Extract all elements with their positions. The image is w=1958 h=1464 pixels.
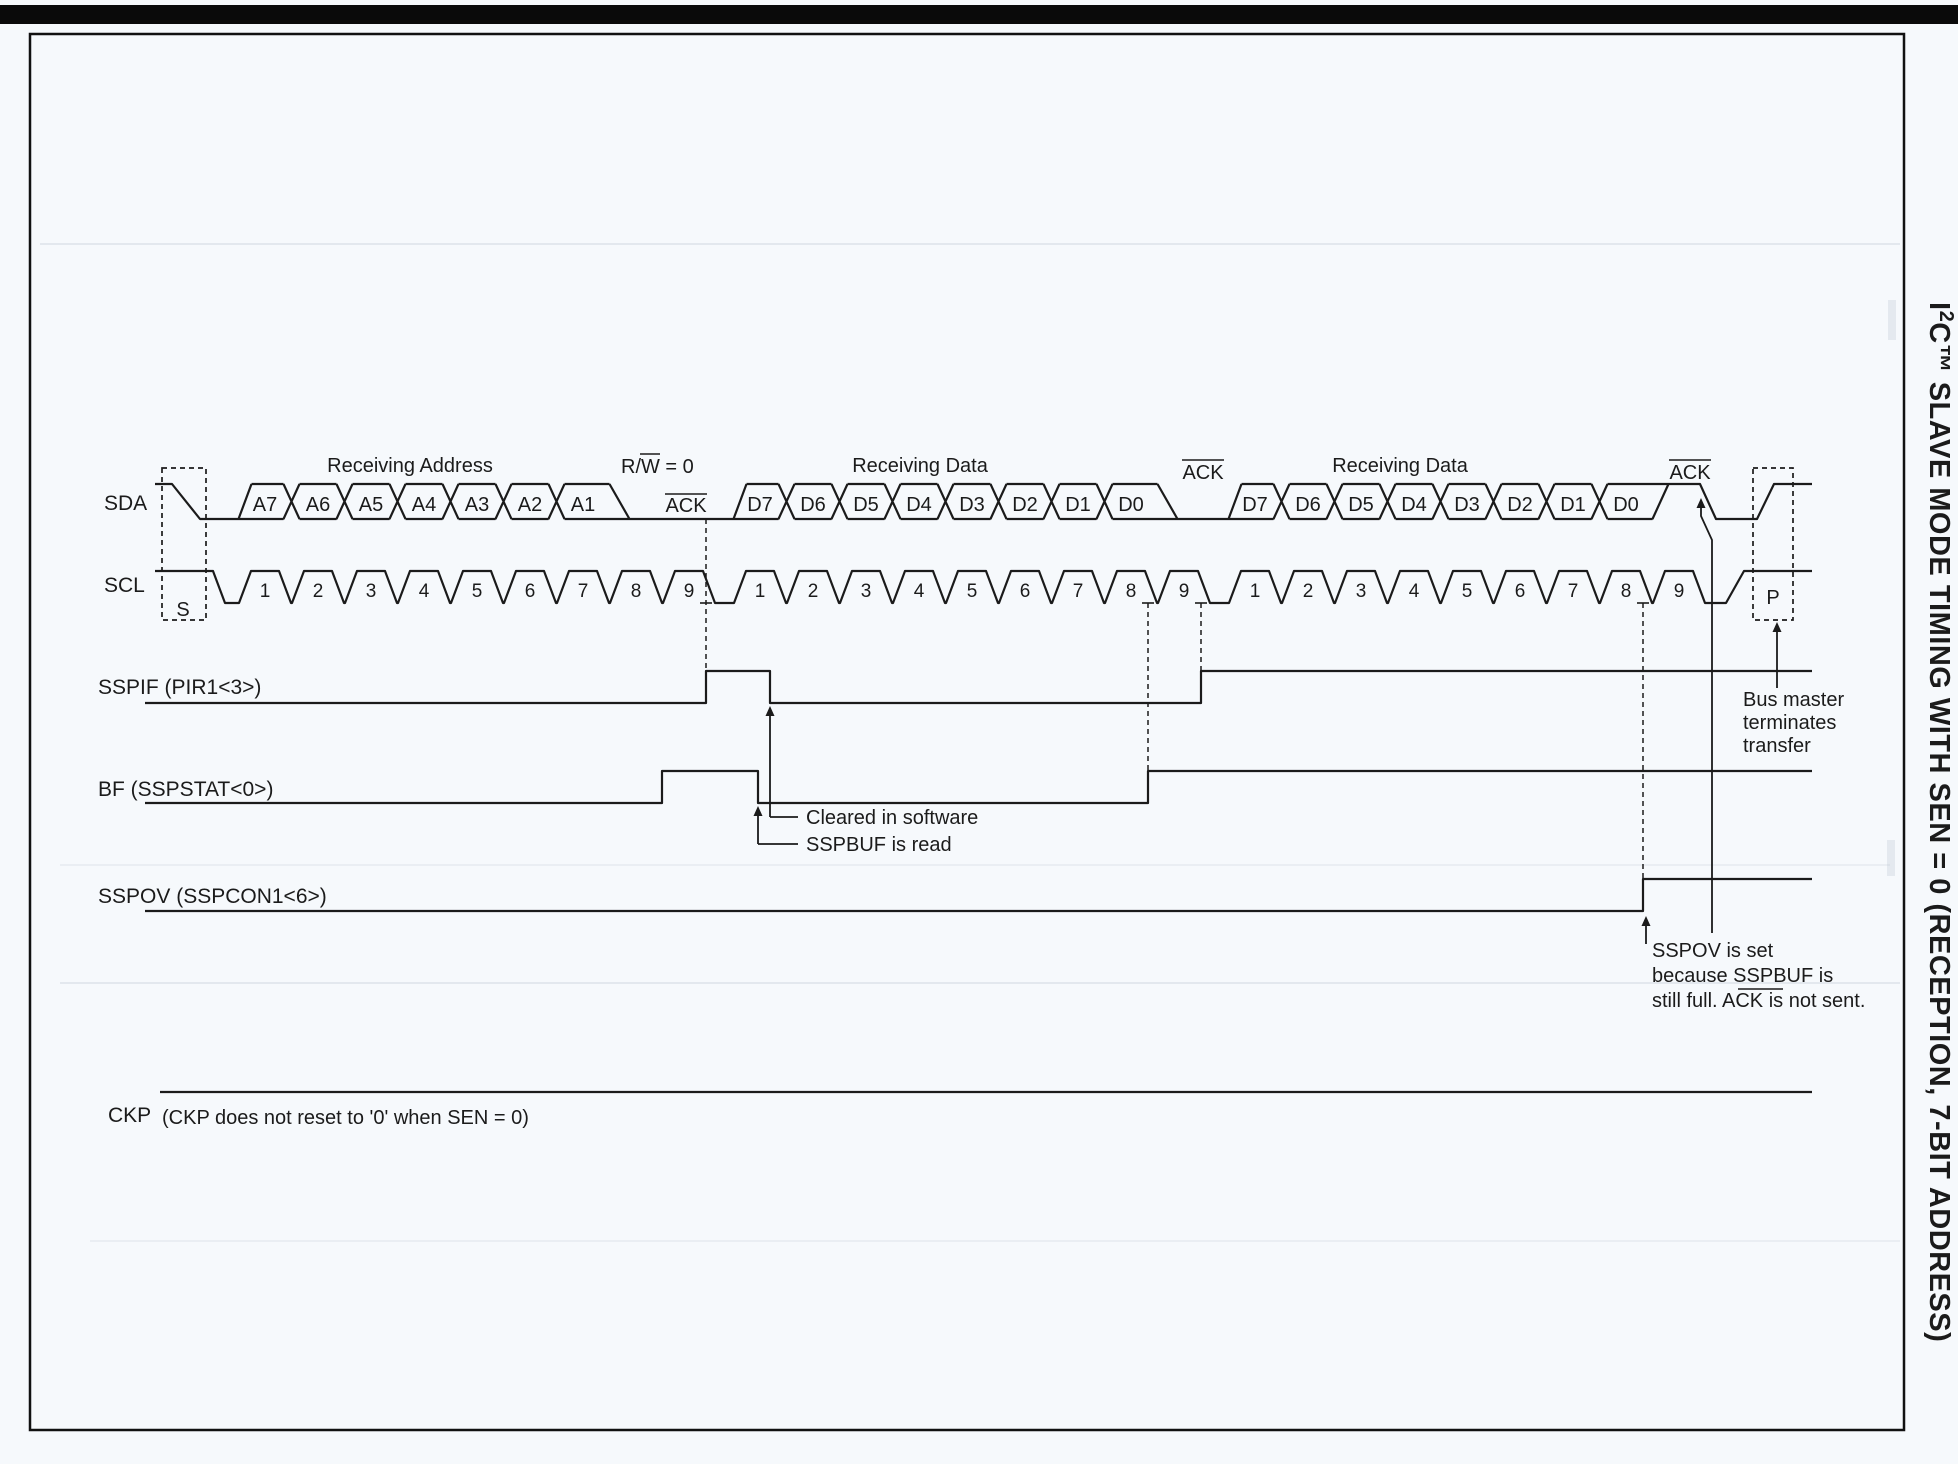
- scl-clock-number: 5: [967, 581, 978, 602]
- figure-border: [28, 32, 1906, 1432]
- signal-label-sspif: SSPIF (PIR1<3>): [98, 676, 261, 699]
- sda-bit-label: D1: [1560, 494, 1586, 516]
- sda-bit-label: A3: [465, 494, 489, 516]
- bf-waveform: [145, 769, 1812, 805]
- bus-master-note: transfer: [1743, 735, 1811, 757]
- ckp-note: (CKP does not reset to '0' when SEN = 0): [162, 1107, 529, 1129]
- cleared-in-software-arrow-head: [765, 706, 775, 716]
- sda-bit-label: D2: [1012, 494, 1038, 516]
- scl-clock-number: 9: [684, 581, 695, 602]
- sda-waveform: [155, 482, 1812, 521]
- scl-clock-number: 6: [525, 581, 536, 602]
- sspov-set-arrow-head: [1641, 916, 1651, 926]
- sspov-waveform: [145, 877, 1812, 913]
- receiving-data-label: Receiving Data: [852, 455, 989, 477]
- sspif-waveform: [145, 669, 1812, 705]
- sda-bit-label: A1: [571, 494, 595, 516]
- sda-bit-label: D3: [959, 494, 985, 516]
- sda-bit-label: A2: [518, 494, 542, 516]
- signal-label-scl: SCL: [104, 574, 145, 597]
- sda-bit-label: D3: [1454, 494, 1480, 516]
- scl-waveform: [155, 569, 1812, 605]
- sspbuf-read-note: SSPBUF is read: [806, 834, 952, 856]
- scl-clock-number: 7: [1073, 581, 1084, 602]
- stop-condition-box: [1752, 467, 1794, 621]
- scan-smudge: [1888, 300, 1896, 340]
- ack-not-sent-pointer-head: [1696, 498, 1706, 508]
- scan-smudge: [1887, 840, 1895, 876]
- stop-condition-label: P: [1766, 587, 1779, 609]
- scl-clock-number: 1: [1250, 581, 1261, 602]
- scl-clock-number: 3: [861, 581, 872, 602]
- sda-bit-label: D4: [906, 494, 932, 516]
- scl-clock-number: 6: [1020, 581, 1031, 602]
- figure-title: I2C™ SLAVE MODE TIMING WITH SEN = 0 (REC…: [1923, 302, 1957, 1342]
- scl-clock-number: 7: [1568, 581, 1579, 602]
- sda-bit-label: D0: [1118, 494, 1144, 516]
- scl-clock-number: 4: [1409, 581, 1420, 602]
- scl-clock-number: 1: [755, 581, 766, 602]
- sda-bit-label: A6: [306, 494, 330, 516]
- sspov-note-line1: SSPOV is set: [1652, 940, 1774, 962]
- sda-bit-label: D5: [1348, 494, 1374, 516]
- scl-clock-number: 3: [366, 581, 377, 602]
- sda-bit-label: A4: [412, 494, 436, 516]
- sda-bit-label: D4: [1401, 494, 1427, 516]
- scl-clock-number: 1: [260, 581, 271, 602]
- signal-label-sda: SDA: [104, 492, 147, 515]
- scl-clock-number: 8: [1126, 581, 1137, 602]
- scl-clock-number: 4: [914, 581, 925, 602]
- start-condition-box: [161, 467, 207, 621]
- scl-clock-number: 8: [631, 581, 642, 602]
- sda-bit-label: A7: [253, 494, 277, 516]
- scl-clock-number: 8: [1621, 581, 1632, 602]
- scl-clock-number: 2: [1303, 581, 1314, 602]
- start-condition-label: S: [176, 599, 189, 621]
- sspov-note-line3: still full. ACK is not sent.: [1652, 990, 1865, 1012]
- cleared-in-software-note: Cleared in software: [806, 807, 978, 829]
- sda-bit-label: D7: [1242, 494, 1268, 516]
- ack-not-sent-pointer: [1700, 505, 1713, 933]
- receiving-data-label: Receiving Data: [1332, 455, 1469, 477]
- rw-bit-label: R/W = 0: [621, 456, 694, 478]
- sda-bit-label: D7: [747, 494, 773, 516]
- sda-bit-label: D0: [1613, 494, 1639, 516]
- sda-bit-label: D1: [1065, 494, 1091, 516]
- signal-label-ckp: CKP: [108, 1104, 151, 1127]
- sda-bit-label: D5: [853, 494, 879, 516]
- sda-bit-label: D6: [1295, 494, 1321, 516]
- scl-clock-number: 2: [808, 581, 819, 602]
- receiving-address-label: Receiving Address: [327, 455, 493, 477]
- sspov-note-line2: because SSPBUF is: [1652, 965, 1833, 987]
- scl-clock-number: 4: [419, 581, 430, 602]
- scl-clock-number: 9: [1674, 581, 1685, 602]
- scl-clock-number: 7: [578, 581, 589, 602]
- sda-bit-label: A5: [359, 494, 383, 516]
- scl-clock-number: 9: [1179, 581, 1190, 602]
- scl-clock-number: 3: [1356, 581, 1367, 602]
- bus-master-note: terminates: [1743, 712, 1836, 734]
- scl-clock-number: 5: [472, 581, 483, 602]
- sda-bit-label: D2: [1507, 494, 1533, 516]
- bus-master-note: Bus master: [1743, 689, 1844, 711]
- scl-clock-number: 5: [1462, 581, 1473, 602]
- signal-label-bf: BF (SSPSTAT<0>): [98, 778, 273, 801]
- signal-label-sspov: SSPOV (SSPCON1<6>): [98, 885, 327, 908]
- ack-label: ACK: [1669, 462, 1711, 484]
- scl-clock-number: 6: [1515, 581, 1526, 602]
- bus-master-arrow-head: [1772, 622, 1782, 632]
- ack-label: ACK: [665, 495, 707, 517]
- sspbuf-read-arrow-head: [753, 806, 763, 816]
- sda-bit-label: D6: [800, 494, 826, 516]
- scl-clock-number: 2: [313, 581, 324, 602]
- ack-label: ACK: [1182, 462, 1224, 484]
- scan-edge-bar: [0, 5, 1958, 24]
